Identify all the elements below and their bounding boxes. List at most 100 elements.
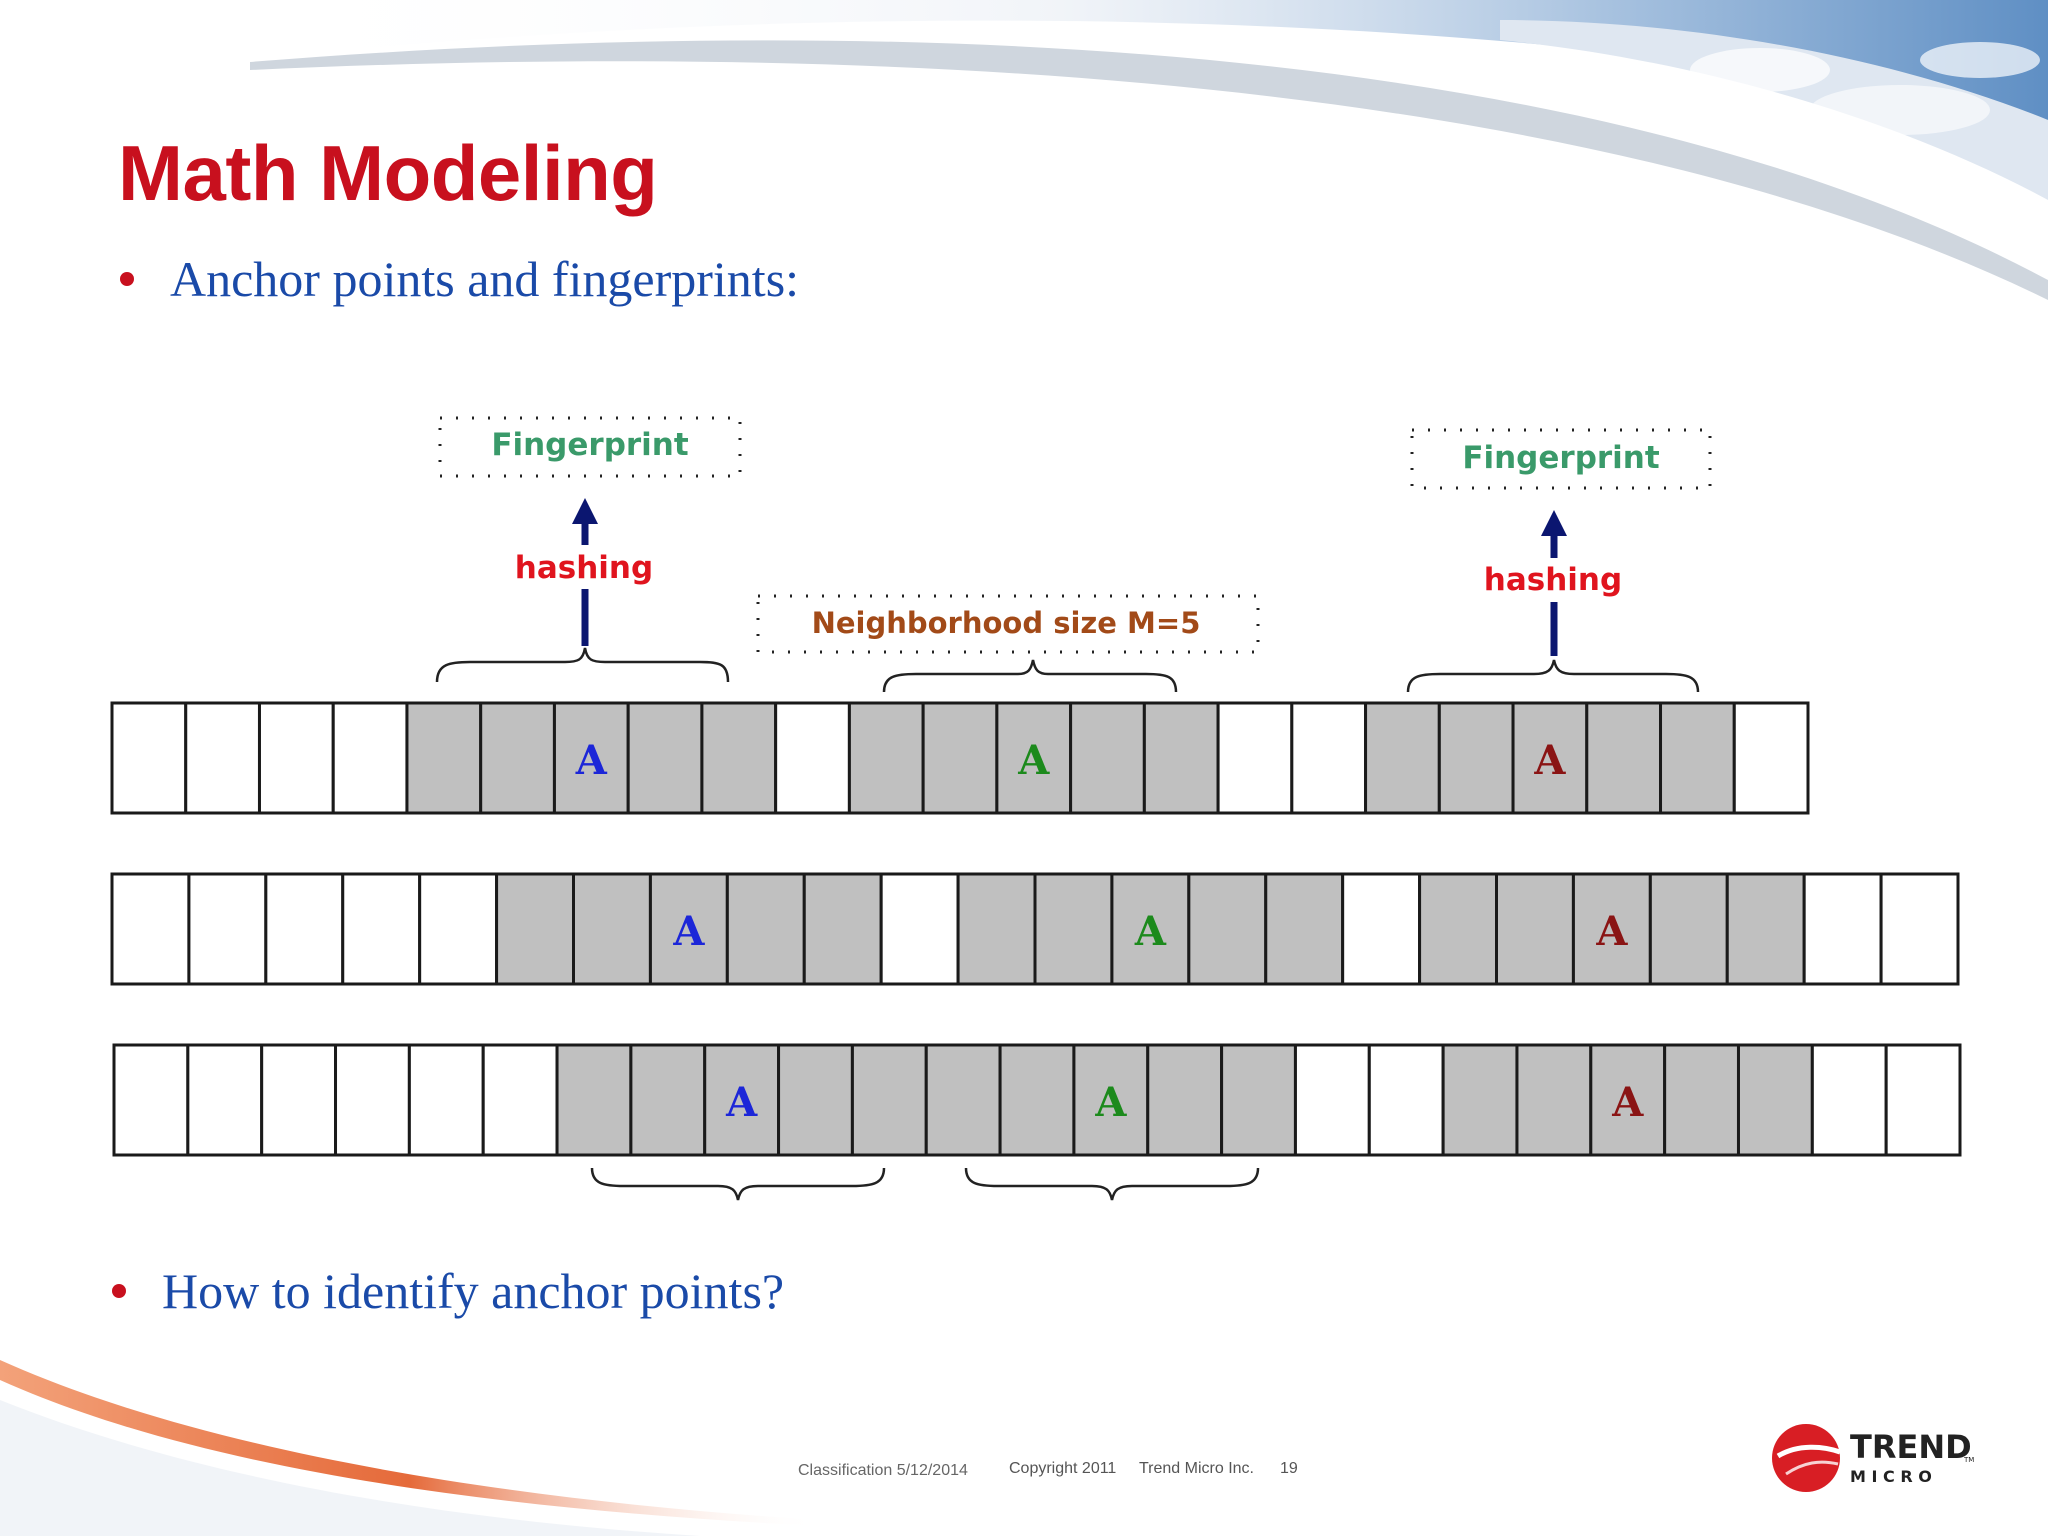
shaded-cell <box>1571 872 1652 986</box>
empty-cell <box>184 701 261 815</box>
fingerprint-label-left: Fingerprint <box>491 427 689 463</box>
annotations: Fingerprint Fingerprint Neighborhood siz… <box>435 416 1712 1201</box>
brace-top-right <box>1406 659 1700 693</box>
empty-cell <box>331 701 409 815</box>
header-sky-decoration <box>250 0 2048 300</box>
empty-cell <box>1293 1043 1371 1157</box>
shaded-cell <box>1187 872 1268 986</box>
footer-classification: Classification 5/12/2014 <box>798 1462 968 1479</box>
anchor-green-icon: A <box>1134 908 1167 955</box>
hashing-label-right: hashing <box>1484 562 1622 598</box>
shaded-cell <box>1418 872 1499 986</box>
shaded-cell <box>847 701 925 815</box>
shaded-cell <box>555 1043 633 1157</box>
bullet-text: Anchor points and fingerprints: <box>170 251 800 307</box>
shaded-cell <box>956 872 1037 986</box>
empty-cell <box>260 1043 338 1157</box>
fingerprint-label-right: Fingerprint <box>1462 440 1660 476</box>
empty-cell <box>407 1043 485 1157</box>
empty-cell <box>1884 1043 1962 1157</box>
empty-cell <box>418 872 499 986</box>
hashing-label-left: hashing <box>515 550 653 586</box>
shaded-cell <box>924 1043 1002 1157</box>
shaded-cell <box>850 1043 928 1157</box>
shaded-cell <box>1659 701 1736 815</box>
empty-cell <box>1810 1043 1888 1157</box>
neighborhood-box <box>756 594 1260 654</box>
bullet-dot-icon <box>120 272 134 286</box>
shaded-cell <box>1589 1043 1667 1157</box>
empty-cell <box>481 1043 559 1157</box>
shaded-cell <box>648 872 729 986</box>
shaded-cell <box>1264 872 1345 986</box>
bullet-identify-anchors: How to identify anchor points? <box>112 1262 784 1320</box>
empty-cell <box>112 1043 190 1157</box>
anchor-red-icon: A <box>1611 1079 1644 1126</box>
shaded-cell <box>572 872 652 986</box>
empty-cell <box>187 872 268 986</box>
trend-micro-logo: TREND M I C R O TM <box>1772 1424 1974 1492</box>
empty-cell <box>879 872 960 986</box>
shaded-cell <box>1585 701 1663 815</box>
anchor-green-icon: A <box>1017 737 1050 784</box>
logo-ball-icon <box>1772 1424 1840 1492</box>
empty-cell <box>1802 872 1883 986</box>
shaded-cell <box>1495 872 1575 986</box>
shaded-cell <box>1663 1043 1740 1157</box>
shaded-cell <box>629 1043 707 1157</box>
empty-cell <box>110 872 191 986</box>
shaded-cell <box>921 701 999 815</box>
shaded-cell <box>725 872 806 986</box>
footer-swoosh-decoration <box>0 1360 820 1536</box>
brace-bottom-right <box>964 1167 1260 1201</box>
neighborhood-label: Neighborhood size M=5 <box>812 606 1201 640</box>
shaded-cell <box>405 701 483 815</box>
bullet-dot-icon <box>112 1284 126 1298</box>
empty-cell <box>334 1043 411 1157</box>
bullet-text: How to identify anchor points? <box>162 1263 785 1319</box>
shaded-cell <box>1441 1043 1519 1157</box>
shaded-cell <box>1069 701 1146 815</box>
shaded-cell <box>1648 872 1729 986</box>
shaded-cell <box>495 872 576 986</box>
shaded-cell <box>1437 701 1515 815</box>
logo-brand-top: TREND <box>1850 1428 1972 1466</box>
footer-page-number: 19 <box>1280 1460 1298 1477</box>
footer-company: Trend Micro Inc. <box>1139 1460 1254 1477</box>
empty-cell <box>1216 701 1294 815</box>
shaded-cell <box>1736 1043 1814 1157</box>
empty-cell <box>110 701 188 815</box>
brace-bottom-left <box>590 1167 886 1201</box>
shaded-cell <box>1364 701 1441 815</box>
shaded-cell <box>552 701 630 815</box>
logo-trademark: TM <box>1963 1456 1974 1464</box>
empty-cell <box>341 872 422 986</box>
empty-cell <box>1367 1043 1445 1157</box>
empty-cell <box>774 701 851 815</box>
empty-cell <box>186 1043 264 1157</box>
shaded-cell <box>1515 1043 1593 1157</box>
empty-cell <box>1879 872 1960 986</box>
shaded-cell <box>479 701 556 815</box>
brace-top-left <box>435 647 730 683</box>
empty-cell <box>1341 872 1422 986</box>
shaded-cell <box>1725 872 1806 986</box>
anchor-red-icon: A <box>1595 908 1628 955</box>
bullet-anchor-points: Anchor points and fingerprints: <box>120 250 799 308</box>
shaded-cell <box>1142 701 1220 815</box>
anchor-blue-icon: A <box>575 737 608 784</box>
anchor-blue-icon: A <box>672 908 705 955</box>
empty-cell <box>1290 701 1368 815</box>
empty-cell <box>1732 701 1810 815</box>
shaded-cell <box>1146 1043 1224 1157</box>
empty-cell <box>257 701 335 815</box>
footer-copyright: Copyright 2011 <box>1009 1460 1117 1477</box>
shaded-cell <box>998 1043 1076 1157</box>
shaded-cell <box>802 872 883 986</box>
slide-title: Math Modeling <box>118 129 658 217</box>
empty-cell <box>264 872 345 986</box>
